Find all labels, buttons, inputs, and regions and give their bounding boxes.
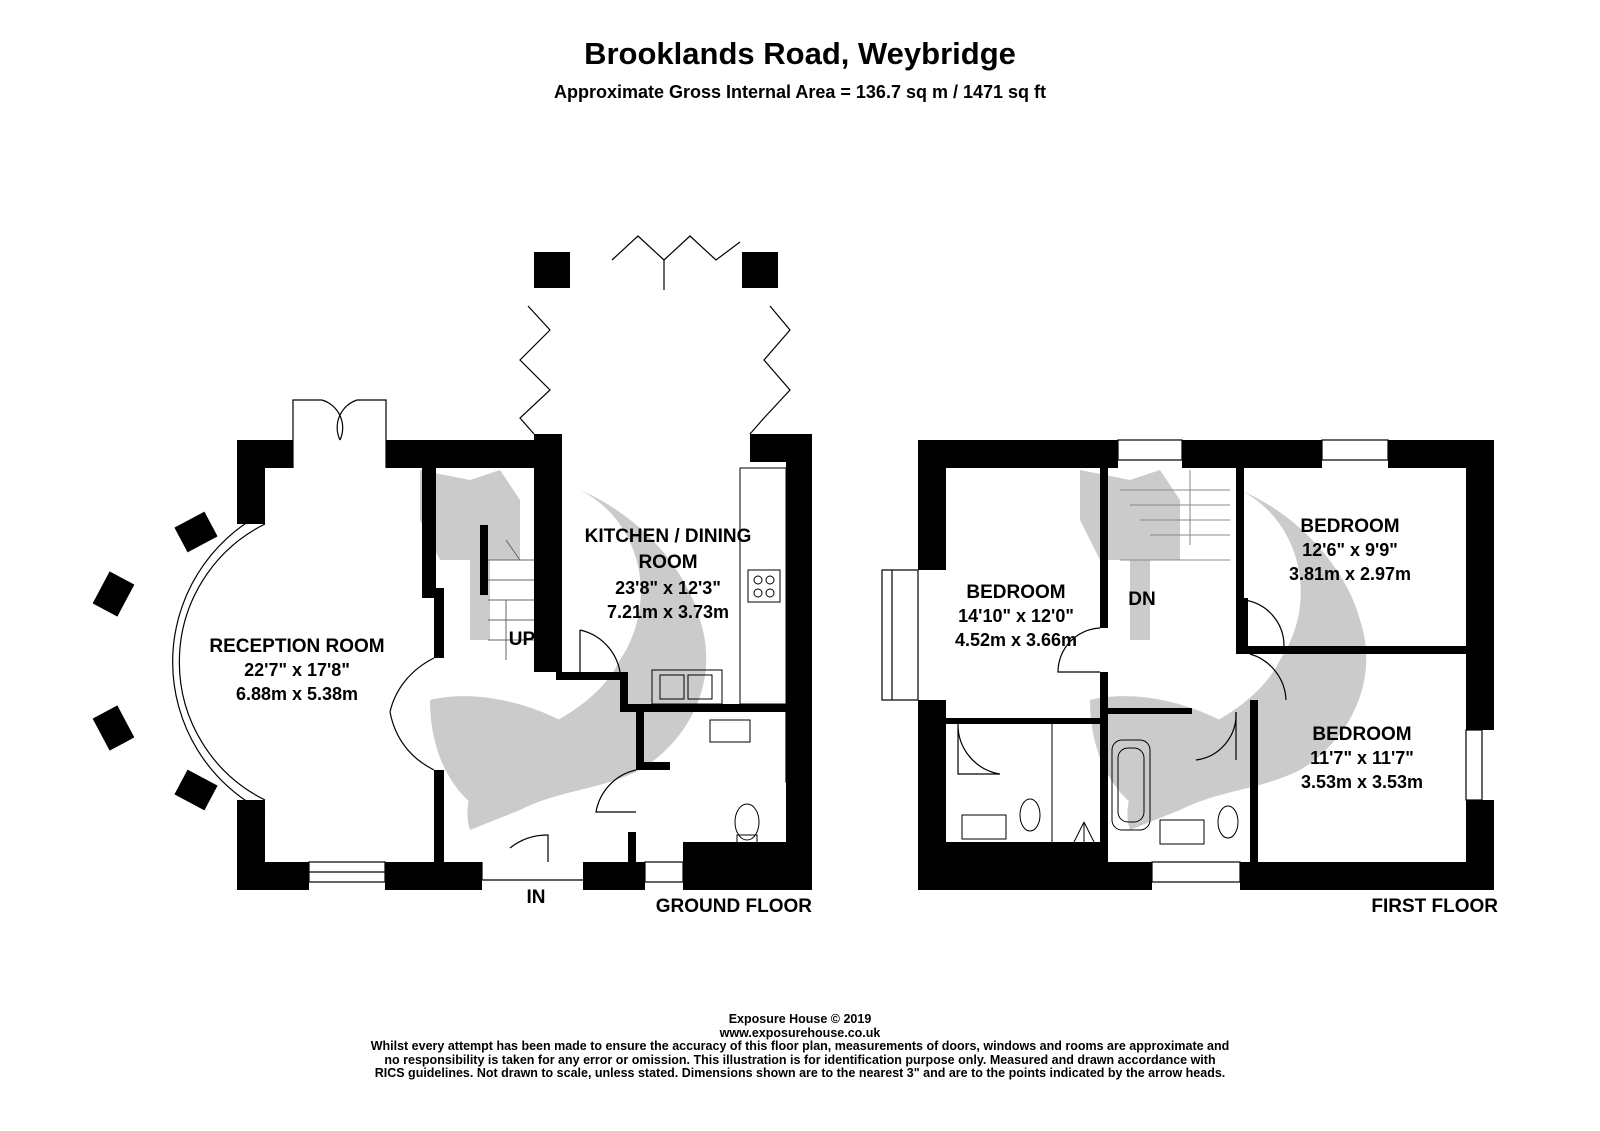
footer-disclaimer-line1: Whilst every attempt has been made to en… [370, 1039, 1230, 1053]
toilet-icon [1217, 805, 1239, 839]
bedroom-top-right-metric: 3.81m x 2.97m [1289, 564, 1411, 584]
ground-floor-walls [237, 434, 812, 890]
bedroom-left-name: BEDROOM [966, 582, 1065, 603]
bedroom-left-metric: 4.52m x 3.66m [955, 630, 1077, 650]
ensuite-toilet-icon [1019, 798, 1041, 832]
ground-floor-label: GROUND FLOOR [656, 896, 812, 917]
kitchen-name-line2: ROOM [638, 552, 697, 573]
footer-website: www.exposurehouse.co.uk [719, 1025, 881, 1040]
kitchen-imperial: 23'8" x 12'3" [615, 578, 721, 598]
footer-disclaimer-line3: RICS guidelines. Not drawn to scale, unl… [374, 1066, 1226, 1080]
gross-area: Approximate Gross Internal Area = 136.7 … [553, 82, 1047, 102]
basin-icon [1159, 819, 1205, 845]
shower-icon [1073, 821, 1095, 843]
bedroom-top-right-name: BEDROOM [1300, 516, 1399, 537]
ground-floor-openings [292, 235, 795, 883]
wc-basin-icon [709, 719, 751, 743]
bedroom-bottom-right-metric: 3.53m x 3.53m [1301, 772, 1423, 792]
kitchen-metric: 7.21m x 3.73m [607, 602, 729, 622]
bath-icon [1111, 739, 1151, 831]
reception-bay-window [92, 511, 266, 813]
bedroom-bottom-right-imperial: 11'7" x 11'7" [1310, 748, 1414, 768]
kitchen-name-line1: KITCHEN / DINING [585, 526, 752, 547]
footer-company: Exposure House © 2019 [728, 1012, 872, 1026]
first-floor-stairs [1120, 470, 1230, 561]
footer-disclaimer-line2: no responsibility is taken for any error… [384, 1052, 1216, 1067]
first-floor-fixtures [961, 724, 1239, 845]
watermark-logo-left [420, 470, 707, 830]
plan-title: Brooklands Road, Weybridge [584, 36, 1016, 71]
sink-icon [659, 674, 685, 700]
bedroom-left-imperial: 14'10" x 12'0" [958, 606, 1074, 626]
wc-toilet-icon [734, 803, 760, 841]
kitchen-fixtures [651, 467, 787, 846]
first-floor-label: FIRST FLOOR [1371, 896, 1498, 917]
first-floor-openings [881, 439, 1483, 883]
first-floor-walls [918, 440, 1494, 890]
ensuite-basin-icon [961, 814, 1007, 840]
reception-metric: 6.88m x 5.38m [236, 684, 358, 704]
reception-imperial: 22'7" x 17'8" [244, 660, 350, 680]
bedroom-bottom-right-name: BEDROOM [1312, 724, 1411, 745]
reception-name: RECEPTION ROOM [209, 636, 384, 657]
stairs-down-label: DN [1128, 589, 1155, 610]
garden-pillars [534, 252, 778, 288]
footer: Exposure House © 2019 www.exposurehouse.… [0, 1012, 1600, 1081]
stairs-up-label: UP [509, 629, 536, 650]
ground-floor-stairs [488, 539, 534, 660]
hob-icon [747, 569, 781, 603]
bedroom-top-right-imperial: 12'6" x 9'9" [1302, 540, 1398, 560]
entrance-label: IN [527, 887, 546, 908]
